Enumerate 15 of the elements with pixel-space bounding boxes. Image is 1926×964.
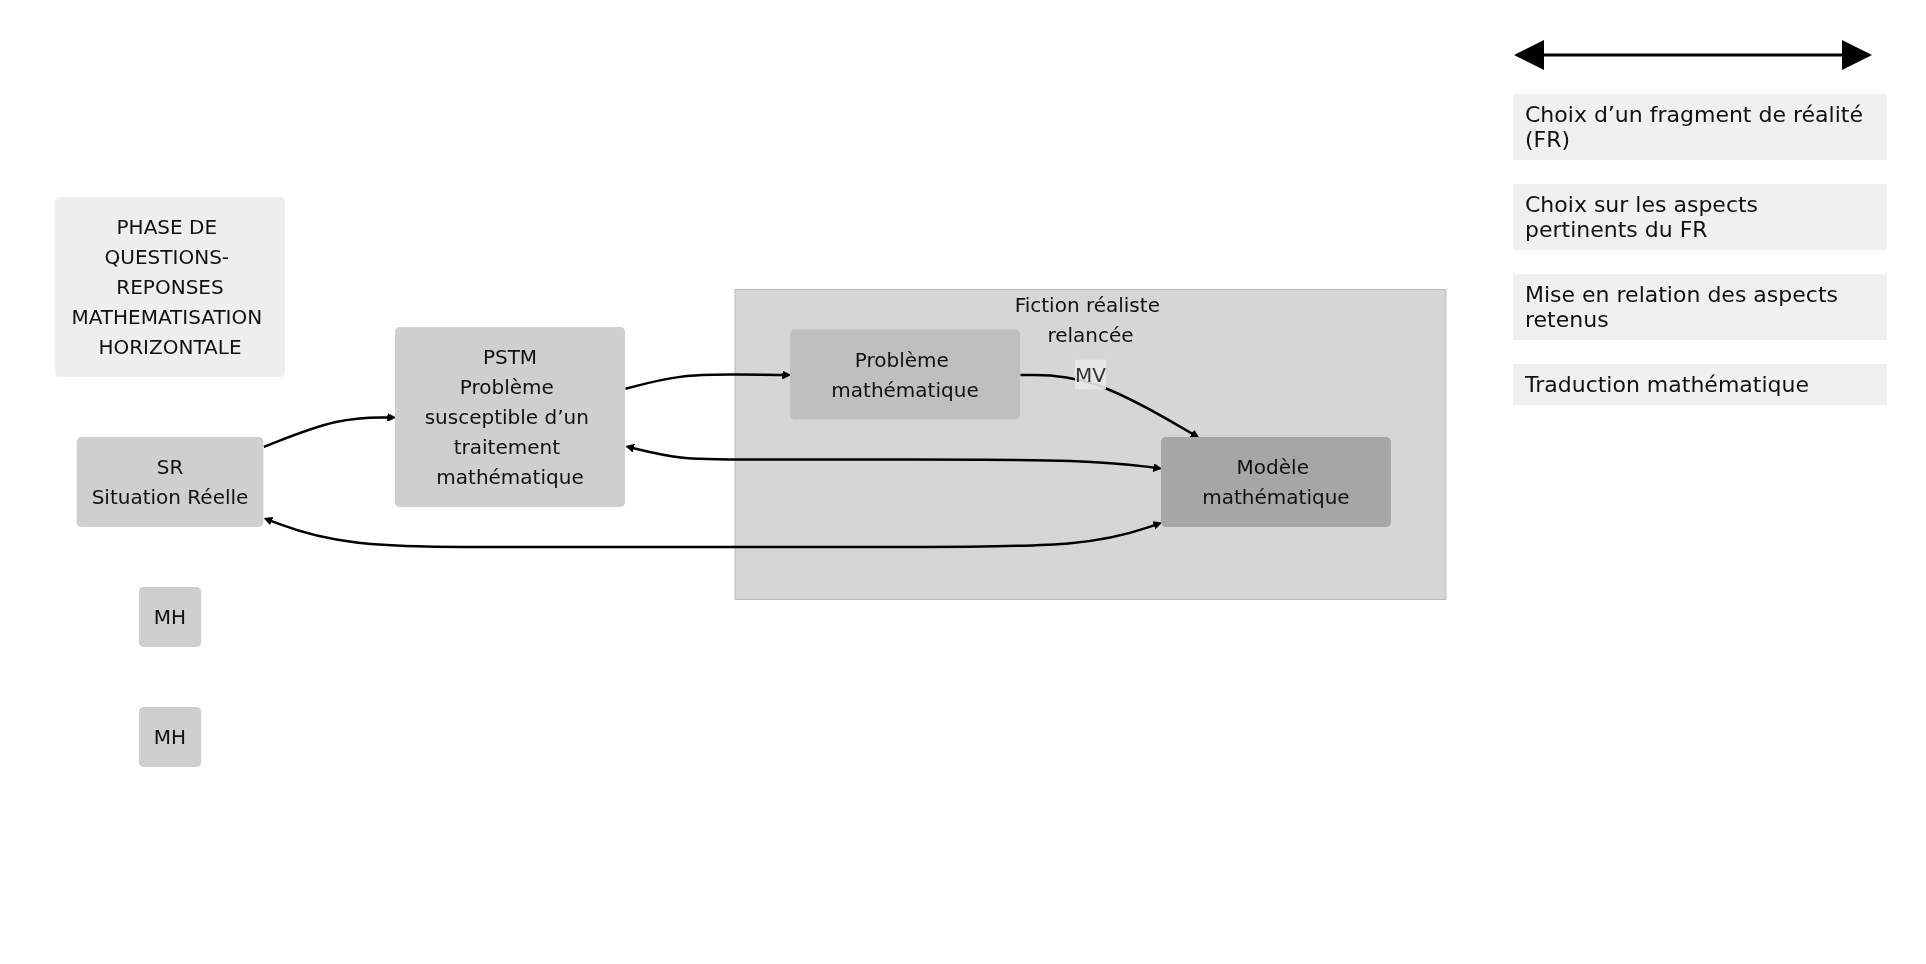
node-box: SR Situation Réelle <box>76 437 263 527</box>
annotation-text: Mise en relation des aspects retenus <box>1513 274 1887 340</box>
arrow <box>624 370 791 390</box>
node-box: MH <box>138 707 201 767</box>
node-box: PSTM Problème susceptible d’un traitement mathématique <box>394 327 625 507</box>
node-box: Problème mathématique <box>789 329 1020 420</box>
node-box: MH <box>138 587 201 647</box>
arrow <box>262 413 396 448</box>
edge-label: MV <box>1074 362 1106 387</box>
annotation-text: Choix d’un fragment de réalité (FR) <box>1513 94 1887 160</box>
annotation-text: Traduction mathématique <box>1513 364 1887 405</box>
node-box: Modèle mathématique <box>1160 437 1391 527</box>
arrow <box>625 443 1162 472</box>
arrow <box>263 517 1162 549</box>
annotation-text: Choix sur les aspects pertinents du FR <box>1513 184 1887 250</box>
